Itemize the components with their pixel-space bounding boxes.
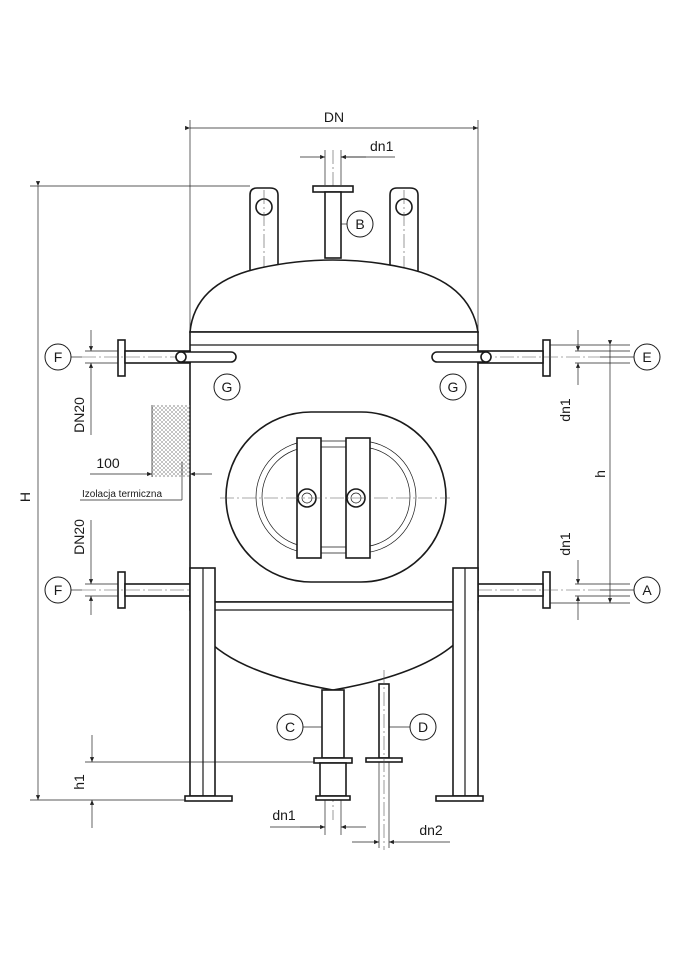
leg-left xyxy=(184,567,233,802)
dim-dn1-bottom-label: dn1 xyxy=(272,807,296,823)
dim-dn20-bottom xyxy=(85,520,118,615)
svg-text:G: G xyxy=(448,379,459,395)
pipe-g-left xyxy=(175,351,237,363)
nozzle-a xyxy=(477,571,600,609)
nozzle-d xyxy=(365,670,403,850)
label-b: B xyxy=(346,210,374,238)
dim-dn20-top-label: DN20 xyxy=(71,397,87,433)
dim-dn1-bottom xyxy=(270,800,366,835)
nozzle-f-bottom xyxy=(82,571,191,609)
dim-dn-label: DN xyxy=(324,109,344,125)
svg-text:C: C xyxy=(285,719,295,735)
dim-h-total xyxy=(30,181,250,801)
dim-100-label: 100 xyxy=(96,455,120,471)
leader-insulation xyxy=(80,462,183,501)
dim-h1-label: h1 xyxy=(71,774,87,790)
label-g-right: G xyxy=(439,373,467,401)
label-e: E xyxy=(633,343,661,371)
dim-dn1-right-top-label: dn1 xyxy=(557,398,573,422)
manhole xyxy=(220,411,450,583)
dim-dn2 xyxy=(352,762,450,848)
svg-text:F: F xyxy=(54,582,63,598)
svg-text:E: E xyxy=(642,349,651,365)
lifting-lug-left xyxy=(249,187,279,275)
svg-text:D: D xyxy=(418,719,428,735)
dim-dn1-right-bottom xyxy=(575,560,630,620)
leg-right xyxy=(435,567,484,802)
label-d: D xyxy=(409,713,437,741)
dim-dn1-right-bottom-label: dn1 xyxy=(557,532,573,556)
dim-h-total-label: H xyxy=(17,492,33,502)
nozzle-b xyxy=(312,185,354,259)
label-f-top: F xyxy=(44,343,72,371)
dim-dn2-label: dn2 xyxy=(419,822,443,838)
nozzle-f-top xyxy=(82,339,191,377)
dim-h1 xyxy=(85,735,314,828)
dim-h xyxy=(550,340,630,604)
dim-dn20-top xyxy=(85,330,118,435)
svg-text:G: G xyxy=(222,379,233,395)
dim-dn1-top-label: dn1 xyxy=(370,138,394,154)
label-c: C xyxy=(276,713,304,741)
label-a: A xyxy=(633,576,661,604)
dim-dn20-bottom-label: DN20 xyxy=(71,519,87,555)
svg-text:B: B xyxy=(355,216,364,232)
nozzle-e xyxy=(477,339,600,377)
dim-dn1-right-top xyxy=(575,330,630,385)
dim-dn xyxy=(185,120,479,330)
insulation-label: Izolacja termiczna xyxy=(82,489,162,500)
svg-text:F: F xyxy=(54,349,63,365)
nozzle-c xyxy=(313,689,353,801)
label-g-left: G xyxy=(213,373,241,401)
label-f-bottom: F xyxy=(44,576,72,604)
dim-dn1-top xyxy=(300,150,395,185)
lifting-lug-right xyxy=(389,187,419,275)
insulation-hatch xyxy=(152,405,190,477)
svg-text:A: A xyxy=(642,582,652,598)
dim-h-label: h xyxy=(592,470,608,478)
pipe-g-right xyxy=(431,351,492,363)
